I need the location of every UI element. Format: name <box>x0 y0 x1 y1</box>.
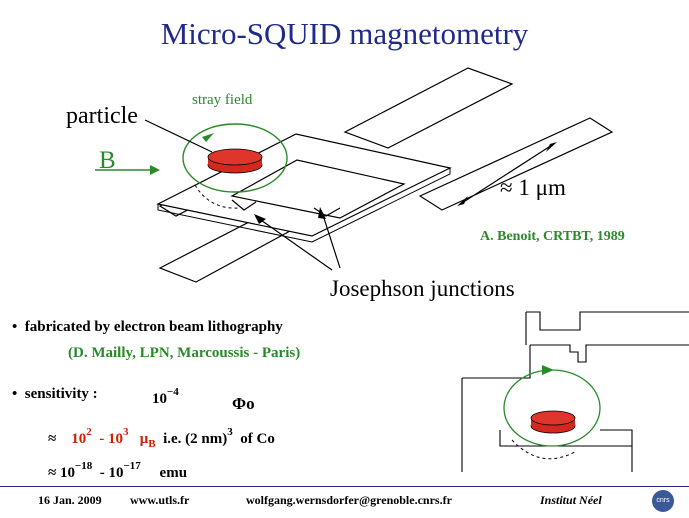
fabrication-credit: (D. Mailly, LPN, Marcoussis - Paris) <box>68 345 301 361</box>
flux-unit: Φo <box>232 394 255 413</box>
footer-institute: Institut Néel <box>540 493 602 507</box>
footer-date: 16 Jan. 2009 <box>38 493 102 507</box>
bohr-magneton: μ <box>139 431 149 447</box>
flux-exponent: −4 <box>167 386 179 398</box>
emu-high-exp: −17 <box>123 460 141 472</box>
moment-low-base: 10 <box>71 431 87 447</box>
sensitivity-label: sensitivity : <box>24 386 98 402</box>
junctions-label: Josephson junctions <box>330 276 515 301</box>
particle-label: particle <box>66 103 138 129</box>
emu-low-base: ≈ 10 <box>48 465 75 481</box>
scale-label: ≈ 1 μm <box>500 175 566 200</box>
bullet-dot: • <box>12 386 25 402</box>
moment-high-exp: 3 <box>122 426 129 438</box>
emu-unit: emu <box>159 465 188 481</box>
flux-base: 10 <box>152 391 167 407</box>
ie-text: i.e. (2 nm) <box>163 431 228 447</box>
squid-arm-right <box>418 117 614 211</box>
bohr-subscript: B <box>148 438 156 450</box>
page-title: Micro-SQUID magnetometry <box>160 16 529 51</box>
sensitivity-emu: ≈ 10−18 - 10−17 emu <box>48 460 187 482</box>
footer: 16 Jan. 2009 www.utls.fr wolfgang.wernsd… <box>0 486 689 518</box>
sensitivity-moment: ≈ 102 - 103 μB i.e. (2 nm)3 of Co <box>48 426 275 450</box>
cnrs-logo-icon: cnrs <box>652 490 674 512</box>
emu-low-exp: −18 <box>74 460 93 472</box>
sensitivity-flux: 10−4 <box>152 386 179 408</box>
fabrication-text: fabricated by electron beam lithography <box>24 319 283 335</box>
moment-high-base: - 10 <box>99 431 123 447</box>
moment-low-exp: 2 <box>86 426 92 438</box>
squid-hole <box>230 159 406 219</box>
of-co-text: of Co <box>240 431 275 447</box>
squid-arm-upper <box>343 67 514 149</box>
inset-diagram <box>461 311 689 472</box>
approx-symbol: ≈ <box>48 431 57 447</box>
ie-exponent: 3 <box>227 426 233 438</box>
emu-high-base: - 10 <box>99 465 124 481</box>
stray-field-label: stray field <box>192 92 253 108</box>
bullet-dot: • <box>12 319 25 335</box>
credit-label: A. Benoit, CRTBT, 1989 <box>480 229 625 244</box>
footer-email[interactable]: wolfgang.wernsdorfer@grenoble.cnrs.fr <box>246 493 452 507</box>
bullet-sensitivity: • sensitivity : <box>12 386 98 403</box>
footer-website[interactable]: www.utls.fr <box>130 493 190 507</box>
field-b-label: B <box>99 147 116 174</box>
bullet-fabrication: • fabricated by electron beam lithograph… <box>12 319 283 336</box>
